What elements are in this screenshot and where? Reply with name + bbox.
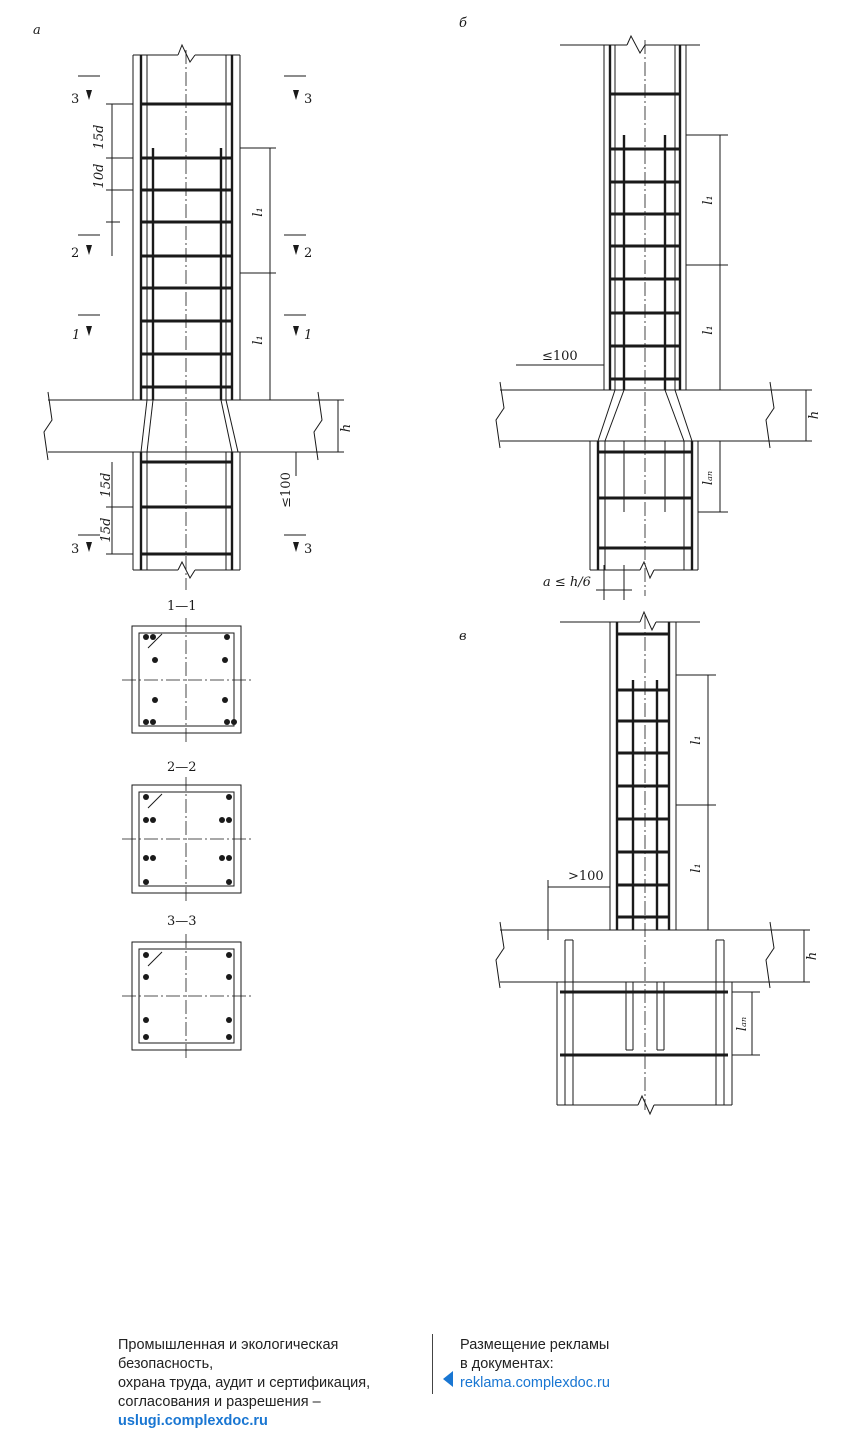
dim-15d-lower2: 15d	[99, 518, 114, 543]
section-title-2-2: 2—2	[167, 760, 197, 775]
panel-label-a: а	[33, 23, 41, 38]
mark-3-upper-right: 3	[304, 92, 312, 107]
footer-ad: Промышленная и экологическая безопасност…	[0, 1328, 865, 1399]
dim-l1-lower-a: l₁	[251, 335, 266, 344]
dim-15d-upper: 15d	[92, 125, 107, 150]
dim-h-b: h	[807, 411, 822, 419]
footer-left-line3: согласования и разрешения –	[118, 1394, 321, 1410]
mark-3-lower-left: 3	[71, 542, 79, 557]
dim-le100-b: ≤100	[542, 349, 578, 364]
footer-right-line2: в документах:	[460, 1355, 680, 1374]
lower-column-b	[590, 441, 698, 578]
footer-left: Промышленная и экологическая безопасност…	[118, 1336, 428, 1431]
footer-left-line2: охрана труда, аудит и сертификация,	[118, 1374, 428, 1393]
dim-a-h6: a ≤ h/6	[543, 575, 591, 590]
ties-upper-v	[617, 634, 669, 917]
slab-b	[496, 382, 806, 448]
panel-label-v: в	[459, 629, 467, 644]
dimensions-v	[548, 675, 810, 1055]
dimensions-right-a	[240, 148, 344, 476]
dim-10d: 10d	[92, 164, 107, 189]
footer-right-line1: Размещение рекламы	[460, 1336, 680, 1355]
dim-l1-upper-a: l₁	[251, 207, 266, 216]
mark-2-right: 2	[304, 246, 312, 261]
dim-lan-b: lₐₙ	[701, 471, 716, 485]
triangle-left-icon	[443, 1371, 453, 1387]
dim-l1-lower-b: l₁	[701, 325, 716, 334]
lower-column-a	[133, 452, 240, 578]
mark-3-upper-left: 3	[71, 92, 79, 107]
section-1-1: 1—1	[122, 599, 252, 742]
dim-gt100-v: >100	[568, 869, 604, 884]
panel-b: б	[459, 16, 822, 600]
footer-separator	[432, 1334, 433, 1394]
mark-2-left: 2	[71, 246, 79, 261]
panel-label-b: б	[459, 16, 467, 31]
mark-3-lower-right: 3	[304, 542, 312, 557]
panel-v: в	[459, 612, 820, 1114]
footer-left-line1: Промышленная и экологическая безопасност…	[118, 1336, 428, 1374]
slab-a	[44, 392, 333, 460]
dim-l1-lower-v: l₁	[689, 863, 704, 872]
dim-15d-lower1: 15d	[99, 473, 114, 498]
footer-right: Размещение рекламы в документах: reklama…	[460, 1336, 680, 1393]
slab-v	[496, 922, 806, 988]
dim-lan-v: lₐₙ	[735, 1017, 750, 1031]
dim-h-a: h	[339, 424, 354, 432]
uslugi-link[interactable]: uslugi.complexdoc.ru	[118, 1413, 268, 1429]
ties-upper-a	[141, 104, 232, 387]
section-title-3-3: 3—3	[167, 914, 197, 929]
section-2-2: 2—2	[122, 760, 252, 902]
section-title-1-1: 1—1	[167, 599, 197, 614]
mark-1-right: 1	[304, 328, 312, 343]
reinforcement-drawing: а	[0, 0, 865, 1320]
reklama-link[interactable]: reklama.complexdoc.ru	[460, 1374, 680, 1393]
panel-a: а	[33, 23, 354, 590]
dim-l1-upper-b: l₁	[701, 195, 716, 204]
mark-1-left: 1	[72, 328, 80, 343]
dim-l1-upper-v: l₁	[689, 735, 704, 744]
dim-h-v: h	[805, 952, 820, 960]
section-3-3: 3—3	[122, 914, 252, 1058]
dim-le100-a: ≤100	[279, 472, 294, 508]
lower-column-v	[557, 940, 732, 1114]
